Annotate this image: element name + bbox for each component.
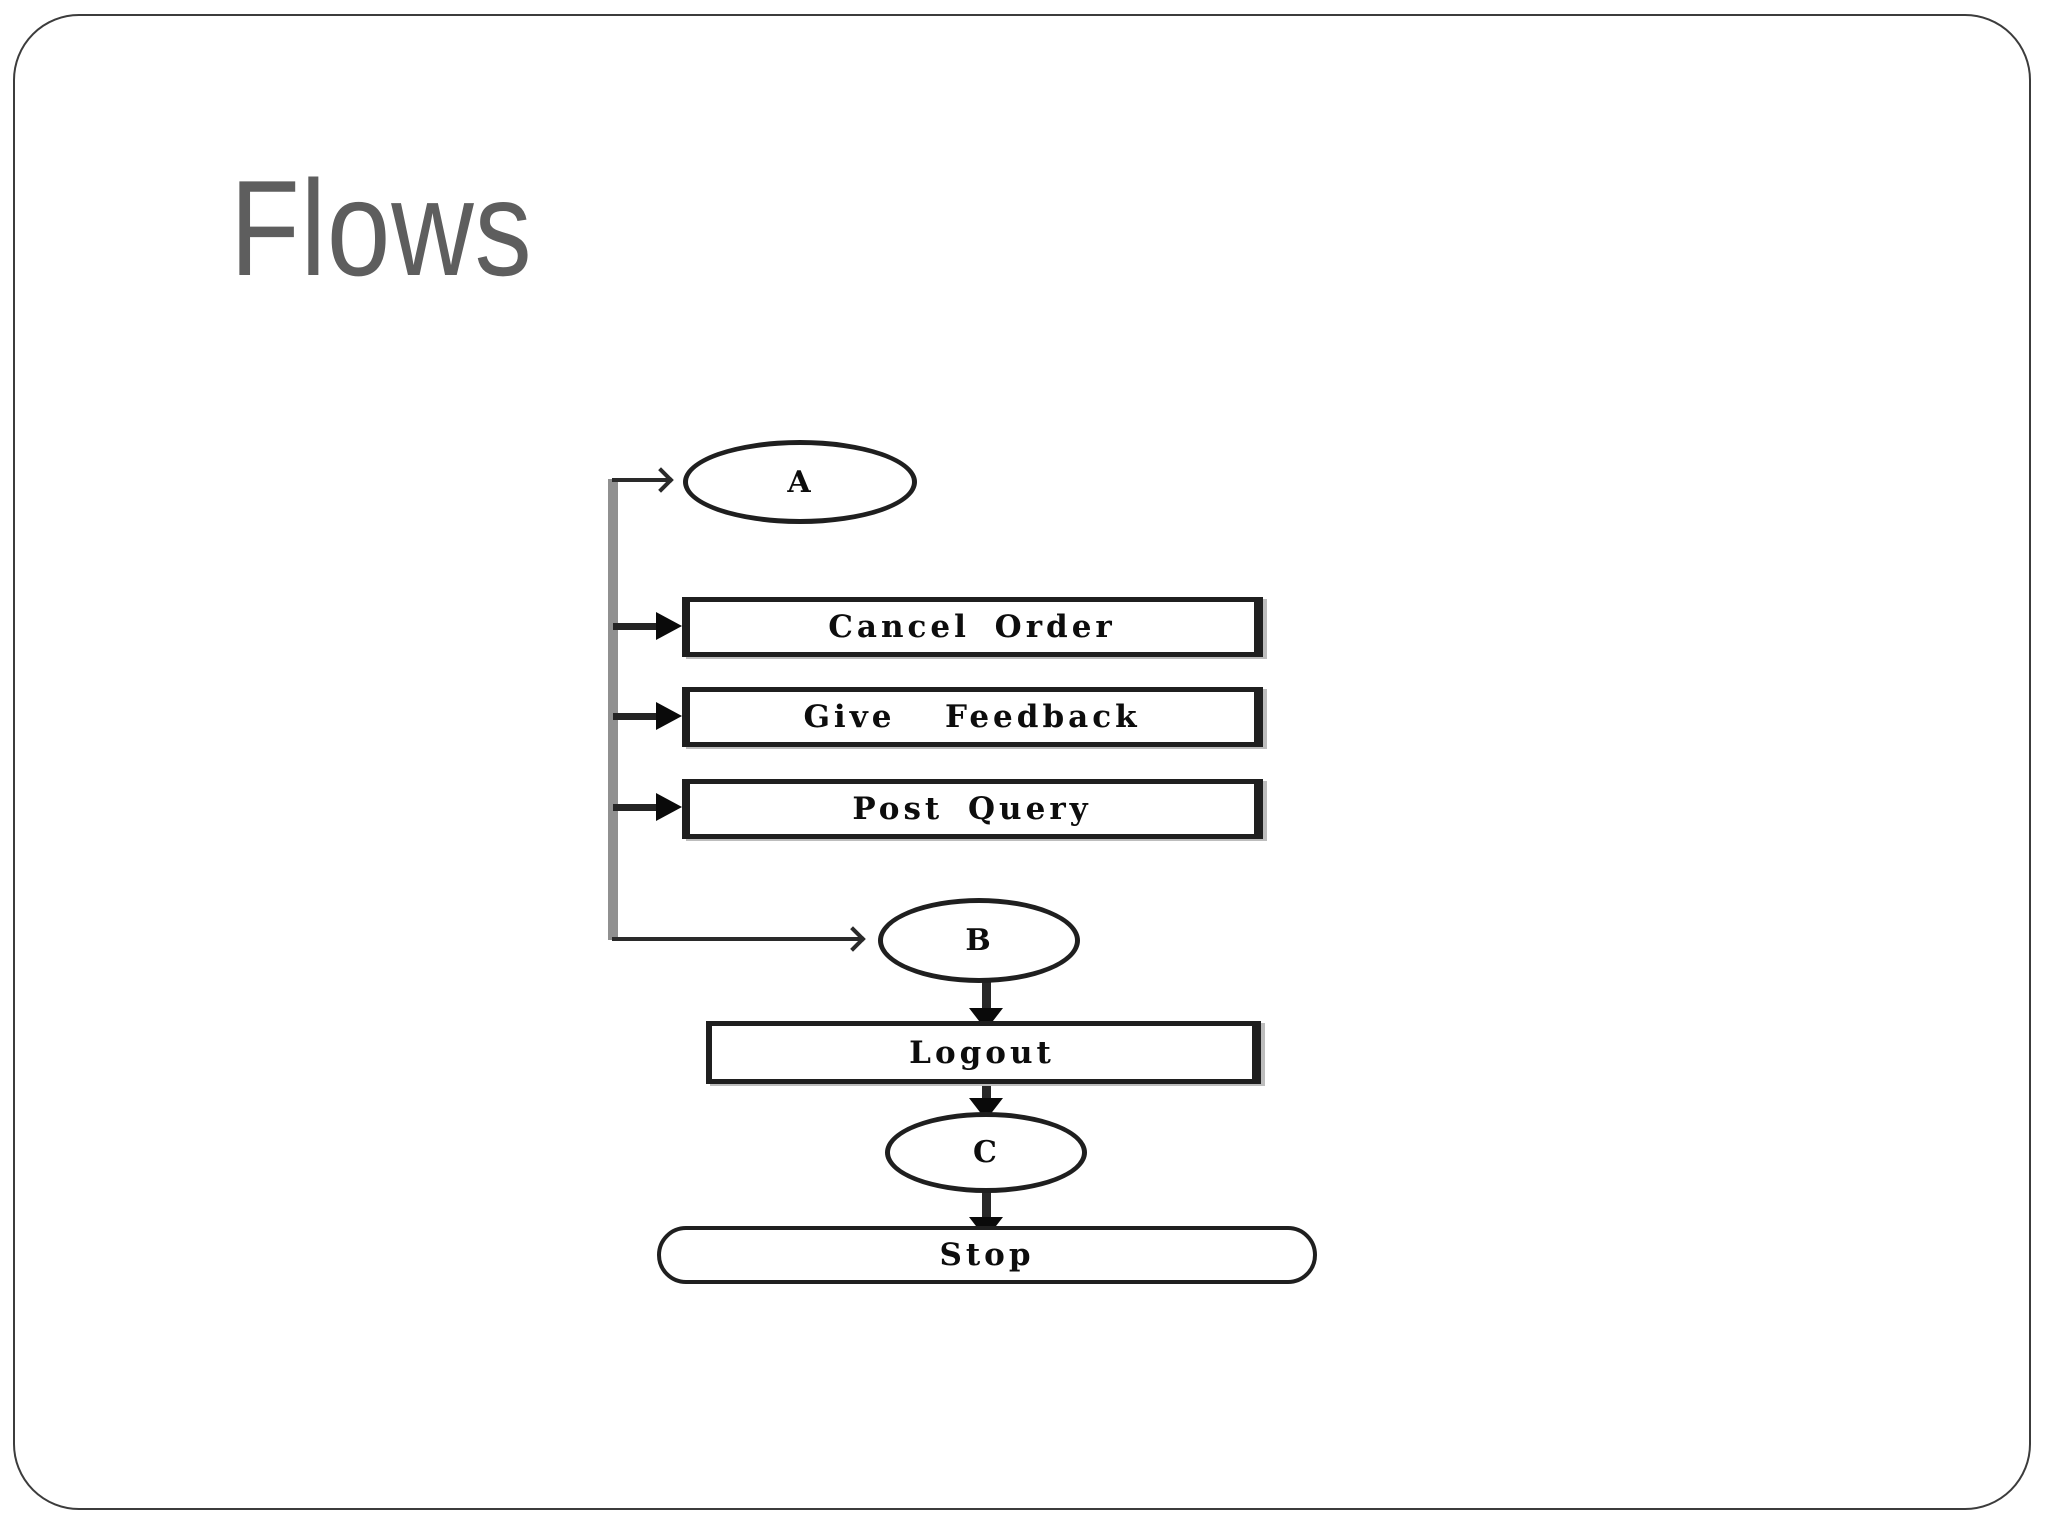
- connector-to-b-shaft: [612, 937, 860, 941]
- arrowhead-to-give-feedback-icon: [656, 702, 682, 730]
- node-a-label: A: [787, 464, 813, 500]
- slide-title: Flows: [230, 152, 533, 304]
- slide-border-frame: [13, 14, 2031, 1510]
- node-c: C: [885, 1112, 1087, 1193]
- arrowhead-to-a-icon: [648, 467, 674, 493]
- node-cancel-order: Cancel Order: [682, 597, 1263, 657]
- connector-to-a-shaft: [612, 478, 670, 482]
- connector-to-give-feedback-shaft: [613, 713, 661, 720]
- node-c-label: C: [973, 1135, 999, 1170]
- connector-b-to-logout-shaft: [982, 981, 991, 1011]
- node-a: A: [683, 440, 917, 524]
- trunk-connector-line: [608, 479, 618, 940]
- connector-c-to-stop-shaft: [982, 1191, 991, 1219]
- arrowhead-to-b-icon: [840, 926, 866, 952]
- node-stop: Stop: [657, 1226, 1317, 1284]
- connector-to-post-query-shaft: [613, 804, 661, 811]
- node-b-label: B: [965, 923, 993, 958]
- node-logout: Logout: [706, 1021, 1261, 1084]
- node-give-feedback: Give Feedback: [682, 687, 1263, 747]
- arrowhead-to-post-query-icon: [656, 793, 682, 821]
- arrowhead-to-cancel-order-icon: [656, 612, 682, 640]
- node-post-query-label: Post Query: [852, 791, 1092, 827]
- node-post-query: Post Query: [682, 779, 1263, 839]
- node-give-feedback-label: Give Feedback: [803, 699, 1141, 735]
- node-cancel-order-label: Cancel Order: [828, 609, 1116, 645]
- node-b: B: [878, 898, 1080, 983]
- node-logout-label: Logout: [909, 1034, 1055, 1071]
- connector-to-cancel-order-shaft: [613, 623, 661, 630]
- connector-logout-to-c-shaft: [982, 1082, 991, 1102]
- node-stop-label: Stop: [939, 1237, 1035, 1273]
